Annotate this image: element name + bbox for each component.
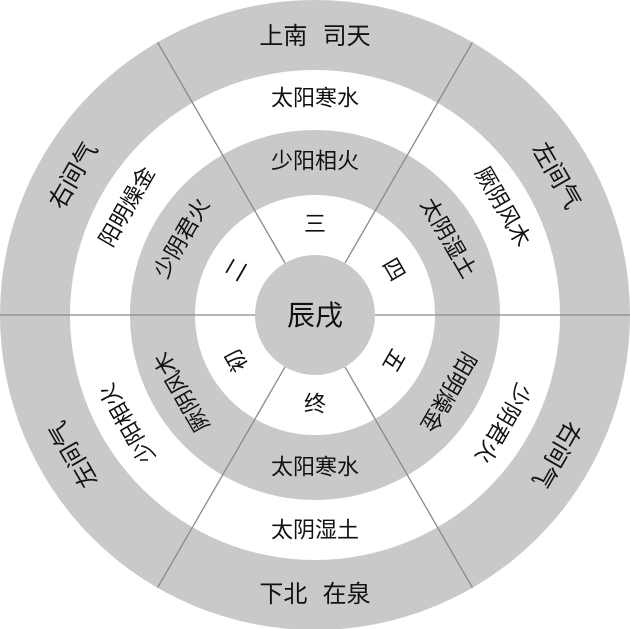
sector-divider-line xyxy=(156,366,286,589)
bottom-step-label: 终 xyxy=(304,393,326,418)
bottom-ring3-label: 太阳寒水 xyxy=(271,456,359,481)
top-step-label: 三 xyxy=(304,213,326,238)
center-circle xyxy=(255,255,375,375)
sector-divider-line xyxy=(344,366,474,589)
sector-divider-line xyxy=(344,41,474,264)
bottom-ring2-label: 太阴湿土 xyxy=(271,519,359,544)
top-outer-label: 上南 司天 xyxy=(259,22,370,50)
top-ring3-label: 少阳相火 xyxy=(271,150,359,175)
sector-divider-line xyxy=(156,41,286,264)
center-label: 辰戌 xyxy=(287,299,343,332)
bottom-outer-label: 下北 在泉 xyxy=(259,580,370,608)
top-ring2-label: 太阳寒水 xyxy=(271,87,359,112)
